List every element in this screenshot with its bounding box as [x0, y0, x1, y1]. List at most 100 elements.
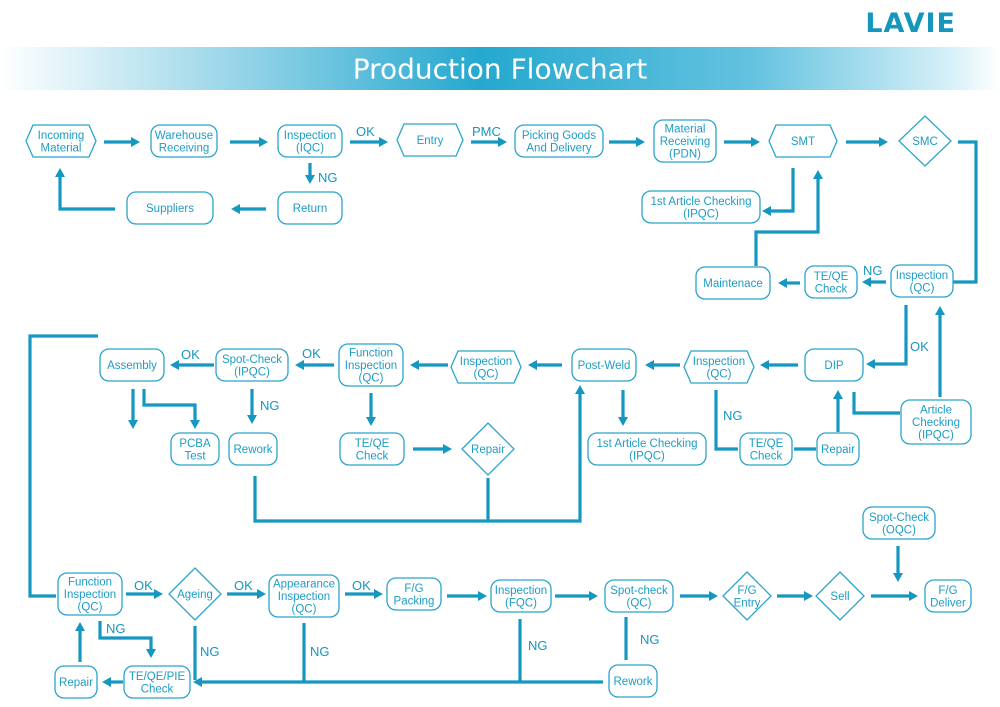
- rounded-shape: [571, 348, 637, 382]
- node-label: Material: [41, 142, 82, 154]
- node-label: Spot-check: [610, 585, 668, 597]
- node-label: (IQC): [296, 142, 324, 154]
- edge-label-assembly-ok: OK: [181, 347, 200, 362]
- node-label: Rework: [234, 444, 273, 456]
- node-label: (QC): [707, 368, 732, 380]
- connector-suppliers-incoming: [58, 175, 115, 211]
- rounded-shape: [277, 191, 343, 225]
- node-label: TE/QE: [749, 438, 784, 450]
- arrowhead-icon: [760, 360, 769, 370]
- node-label: 1st Article Checking: [597, 438, 698, 450]
- node-label: Inspection: [345, 360, 397, 372]
- arrowhead-icon: [935, 306, 945, 315]
- node-iqc: Inspection(IQC): [277, 124, 343, 158]
- node-label: (IPQC): [629, 450, 665, 462]
- arrowhead-icon: [154, 589, 163, 599]
- node-rework1: Rework: [228, 432, 278, 466]
- rounded-shape: [170, 432, 220, 466]
- node-label: SMT: [791, 136, 815, 148]
- rounded-shape: [228, 432, 278, 466]
- node-label: Test: [184, 450, 206, 462]
- rounded-shape: [641, 190, 761, 224]
- node-label: (QC): [627, 597, 652, 609]
- node-label: Checking: [912, 417, 960, 429]
- node-label: (FQC): [505, 597, 537, 609]
- arrowhead-icon: [55, 168, 65, 177]
- arrowhead-icon: [443, 444, 452, 454]
- arrowhead-icon: [813, 170, 823, 179]
- nodes: IncomingMaterialWarehouseReceivingInspec…: [25, 115, 972, 699]
- edge-label-appear-ok: OK: [352, 578, 371, 593]
- diamond-shape: [898, 115, 952, 167]
- node-label: Suppliers: [146, 203, 194, 215]
- rounded-shape: [338, 343, 404, 387]
- node-oqc: Spot-Check(OQC): [862, 506, 936, 540]
- connector-article-dip: [852, 392, 900, 415]
- arrowhead-icon: [866, 359, 875, 369]
- node-label: Spot-Check: [222, 354, 282, 366]
- arrowhead-icon: [751, 137, 760, 147]
- arrowhead-icon: [193, 677, 202, 687]
- rounded-shape: [150, 124, 218, 158]
- rounded-shape: [653, 119, 717, 163]
- edge-label-func2-ng: NG: [106, 621, 126, 636]
- arrowhead-icon: [146, 649, 156, 658]
- node-label: (QC): [910, 282, 935, 294]
- node-label: F/G: [938, 585, 957, 597]
- node-label: 1st Article Checking: [651, 196, 752, 208]
- connector-smc-qc1: [953, 140, 978, 284]
- edge-label-iqc-ok: OK: [356, 124, 375, 139]
- node-label: Assembly: [107, 360, 157, 372]
- arrowhead-icon: [618, 417, 628, 426]
- node-repair3: Repair: [54, 665, 98, 699]
- hexagon-shape: [768, 124, 838, 158]
- node-label: TE/QE: [814, 271, 849, 283]
- edge-label-qc1-ok: OK: [910, 339, 929, 354]
- rounded-shape: [277, 124, 343, 158]
- node-spot1: Spot-Check(IPQC): [215, 348, 289, 382]
- node-label: TE/QE/PIE: [129, 671, 186, 683]
- node-rework2: Rework: [608, 664, 658, 698]
- node-label: (IPQC): [234, 366, 270, 378]
- rounded-shape: [99, 348, 165, 382]
- edge-label-ageing-ok: OK: [234, 578, 253, 593]
- rounded-shape: [215, 348, 289, 382]
- arrowhead-icon: [102, 677, 111, 687]
- node-label: Repair: [821, 444, 855, 456]
- rounded-shape: [386, 577, 442, 611]
- connector-qc1-dip: [873, 305, 908, 366]
- rounded-shape: [57, 572, 123, 616]
- node-label: F/G: [737, 585, 756, 597]
- rounded-shape: [126, 191, 214, 225]
- diamond-shape: [722, 571, 772, 621]
- edge-label-appear-ng: NG: [310, 644, 330, 659]
- node-label: Maintenace: [703, 278, 762, 290]
- node-fqc: Inspection(FQC): [490, 579, 552, 613]
- node-label: Repair: [59, 677, 93, 689]
- arrowhead-icon: [528, 360, 537, 370]
- node-label: (PDN): [669, 149, 701, 161]
- edge-label-spot1-ok: OK: [302, 346, 321, 361]
- rounded-shape: [604, 579, 674, 613]
- edge-label-ageing-ng: NG: [200, 644, 220, 659]
- arrowhead-icon: [778, 278, 787, 288]
- connector-func2-tqp: [98, 621, 153, 651]
- node-label: Inspection: [495, 585, 547, 597]
- node-label: SMC: [912, 136, 938, 148]
- arrowhead-icon: [879, 137, 888, 147]
- arrowhead-icon: [366, 417, 376, 426]
- arrowhead-icon: [128, 420, 138, 429]
- diamond-shape: [168, 567, 222, 621]
- node-label: (QC): [78, 602, 103, 614]
- node-label: Inspection: [896, 270, 948, 282]
- node-label: (IPQC): [918, 430, 954, 442]
